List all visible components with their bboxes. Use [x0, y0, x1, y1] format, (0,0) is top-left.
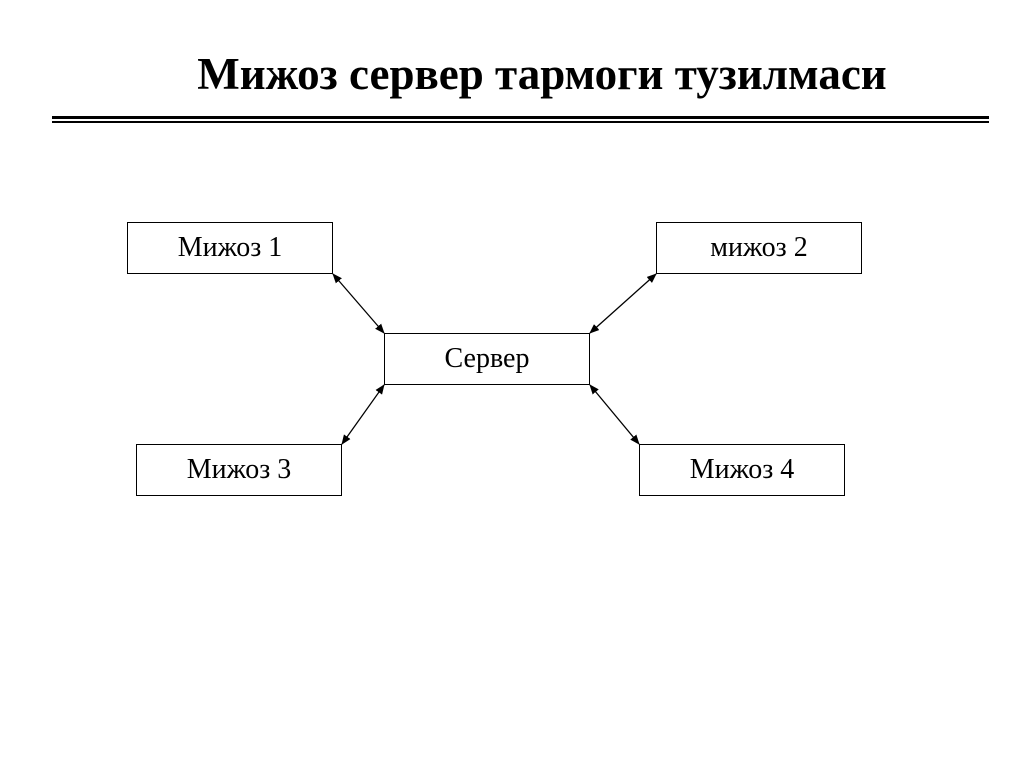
- title-divider-thin-line: [52, 121, 989, 123]
- connector-client-4-server: [589, 384, 640, 445]
- connector-client-3-server: [341, 384, 385, 445]
- client-4-node: Мижоз 4: [639, 444, 845, 496]
- slide-title: Мижоз сервер тармоги тузилмаси: [197, 49, 887, 99]
- client-3-node: Мижоз 3: [136, 444, 342, 496]
- client-2-label: мижоз 2: [710, 232, 808, 263]
- client-1-node: Мижоз 1: [127, 222, 333, 274]
- server-label: Сервер: [444, 343, 530, 374]
- title-divider: [52, 116, 989, 123]
- client-4-label: Мижоз 4: [689, 454, 795, 485]
- connector-client-1-server: [332, 273, 385, 334]
- client-3-label: Мижоз 3: [186, 454, 292, 485]
- connector-client-2-server: [589, 273, 657, 334]
- server-node: Сервер: [384, 333, 590, 385]
- client-1-label: Мижоз 1: [177, 232, 283, 263]
- client-2-node: мижоз 2: [656, 222, 862, 274]
- title-divider-thick-line: [52, 116, 989, 119]
